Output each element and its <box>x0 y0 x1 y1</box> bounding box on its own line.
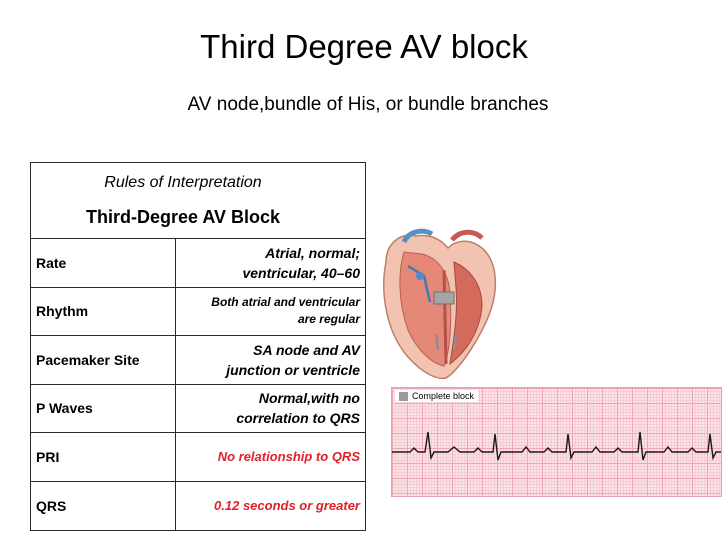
row-value-rate: Atrial, normal; ventricular, 40–60 <box>242 244 360 281</box>
table-header-name: Third-Degree AV Block <box>85 207 281 227</box>
ecg-legend-label: Complete block <box>412 391 475 401</box>
row-label-p-waves: P Waves <box>31 384 176 432</box>
table-row: Rhythm Both atrial and ventricular are r… <box>31 287 365 336</box>
row-label-pri: PRI <box>31 433 176 481</box>
row-label-pacemaker-site: Pacemaker Site <box>31 336 176 384</box>
row-value-p-waves: Normal,with no correlation to QRS <box>236 390 360 427</box>
table-row: Rate Atrial, normal; ventricular, 40–60 <box>31 239 365 288</box>
table-row: QRS 0.12 seconds or greater <box>31 481 365 530</box>
legend-swatch-icon <box>399 391 408 401</box>
table-row: P Waves Normal,with no correlation to QR… <box>31 384 365 433</box>
row-value-qrs: 0.12 seconds or greater <box>214 497 360 513</box>
table-row: PRI No relationship to QRS <box>31 433 365 482</box>
interpretation-table: Rules of Interpretation Third-Degree AV … <box>30 162 366 531</box>
table-header: Rules of Interpretation Third-Degree AV … <box>31 163 365 239</box>
table-header-rules: Rules of Interpretation <box>104 174 262 191</box>
row-value-rhythm: Both atrial and ventricular are regular <box>211 295 360 327</box>
ecg-trace <box>392 431 721 461</box>
ecg-strip: Complete block <box>391 387 722 497</box>
row-label-qrs: QRS <box>31 481 176 530</box>
row-label-rhythm: Rhythm <box>31 287 176 335</box>
slide-title: Third Degree AV block <box>200 28 528 65</box>
heart-illustration <box>383 228 496 380</box>
row-value-pri: No relationship to QRS <box>217 448 360 464</box>
row-value-pacemaker-site: SA node and AV junction or ventricle <box>226 341 360 378</box>
table-row: Pacemaker Site SA node and AV junction o… <box>31 336 365 385</box>
ecg-legend: Complete block <box>395 390 479 402</box>
slide-subtitle: AV node,bundle of His, or bundle branche… <box>187 94 549 115</box>
row-label-rate: Rate <box>31 239 176 287</box>
